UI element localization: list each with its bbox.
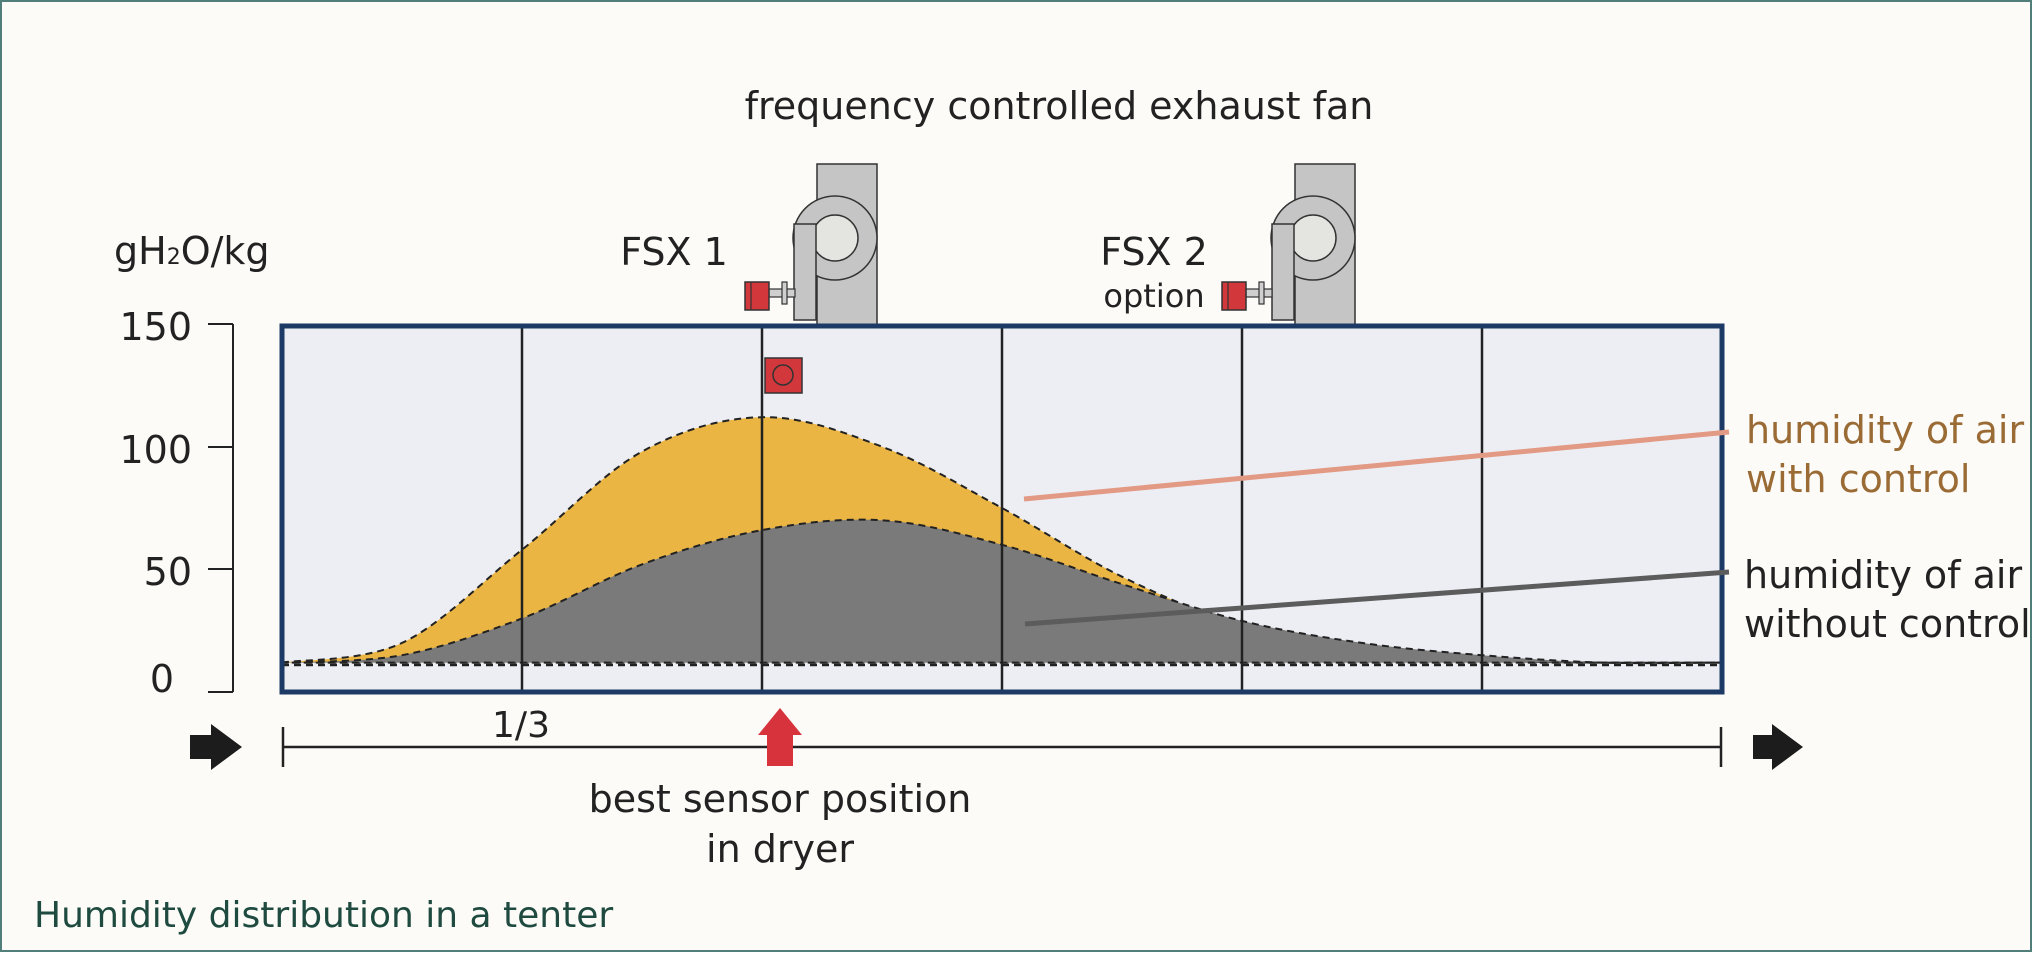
legend-with-control-line1: humidity of air: [1746, 408, 2024, 452]
flow-axis: [281, 727, 1723, 767]
x-tick-label-one-third: 1/3: [492, 705, 550, 746]
legend-with-control-line2: with control: [1746, 457, 1970, 501]
y-axis-unit-suffix: O/kg: [181, 229, 270, 273]
fsx1-sensor-icon: [744, 281, 796, 311]
diagram-title: frequency controlled exhaust fan: [745, 84, 1374, 128]
dryer-section-dividers: [520, 326, 1484, 692]
y-tick-label: 50: [144, 550, 192, 594]
y-axis-unit-prefix: gH: [114, 229, 167, 273]
figure-caption: Humidity distribution in a tenter: [34, 895, 613, 936]
best-position-label-line1: best sensor position: [589, 777, 972, 821]
fsx2-option-label: option: [1103, 277, 1204, 315]
fsx1-label: FSX 1: [620, 230, 728, 274]
leader-line-without-control: [1024, 569, 1730, 627]
humidity-probe-icon: [764, 357, 803, 394]
legend-without-control-line2: without control: [1744, 602, 2031, 646]
fsx2-sensor-icon: [1221, 281, 1273, 311]
y-tick-label: 100: [119, 428, 192, 472]
best-position-arrow-icon: [758, 708, 802, 766]
exhaust-fan-2-icon: [1270, 163, 1356, 327]
flow-out-arrow-icon: [1753, 724, 1803, 770]
dryer-frame: [279, 323, 1725, 695]
flow-in-arrow-icon: [190, 724, 242, 770]
legend-without-control-line1: humidity of air: [1744, 553, 2022, 597]
y-tick-label: 0: [150, 657, 174, 701]
y-tick-label: 150: [119, 305, 192, 349]
leader-line-with-control: [1023, 429, 1730, 502]
best-position-label-line2: in dryer: [706, 827, 854, 871]
exhaust-fan-1-icon: [792, 163, 878, 327]
y-axis: 150 100 50 0: [119, 305, 234, 701]
fsx2-label: FSX 2: [1100, 230, 1208, 274]
y-axis-unit-subscript: 2: [167, 245, 181, 270]
y-axis-unit: gH2O/kg: [114, 229, 270, 273]
